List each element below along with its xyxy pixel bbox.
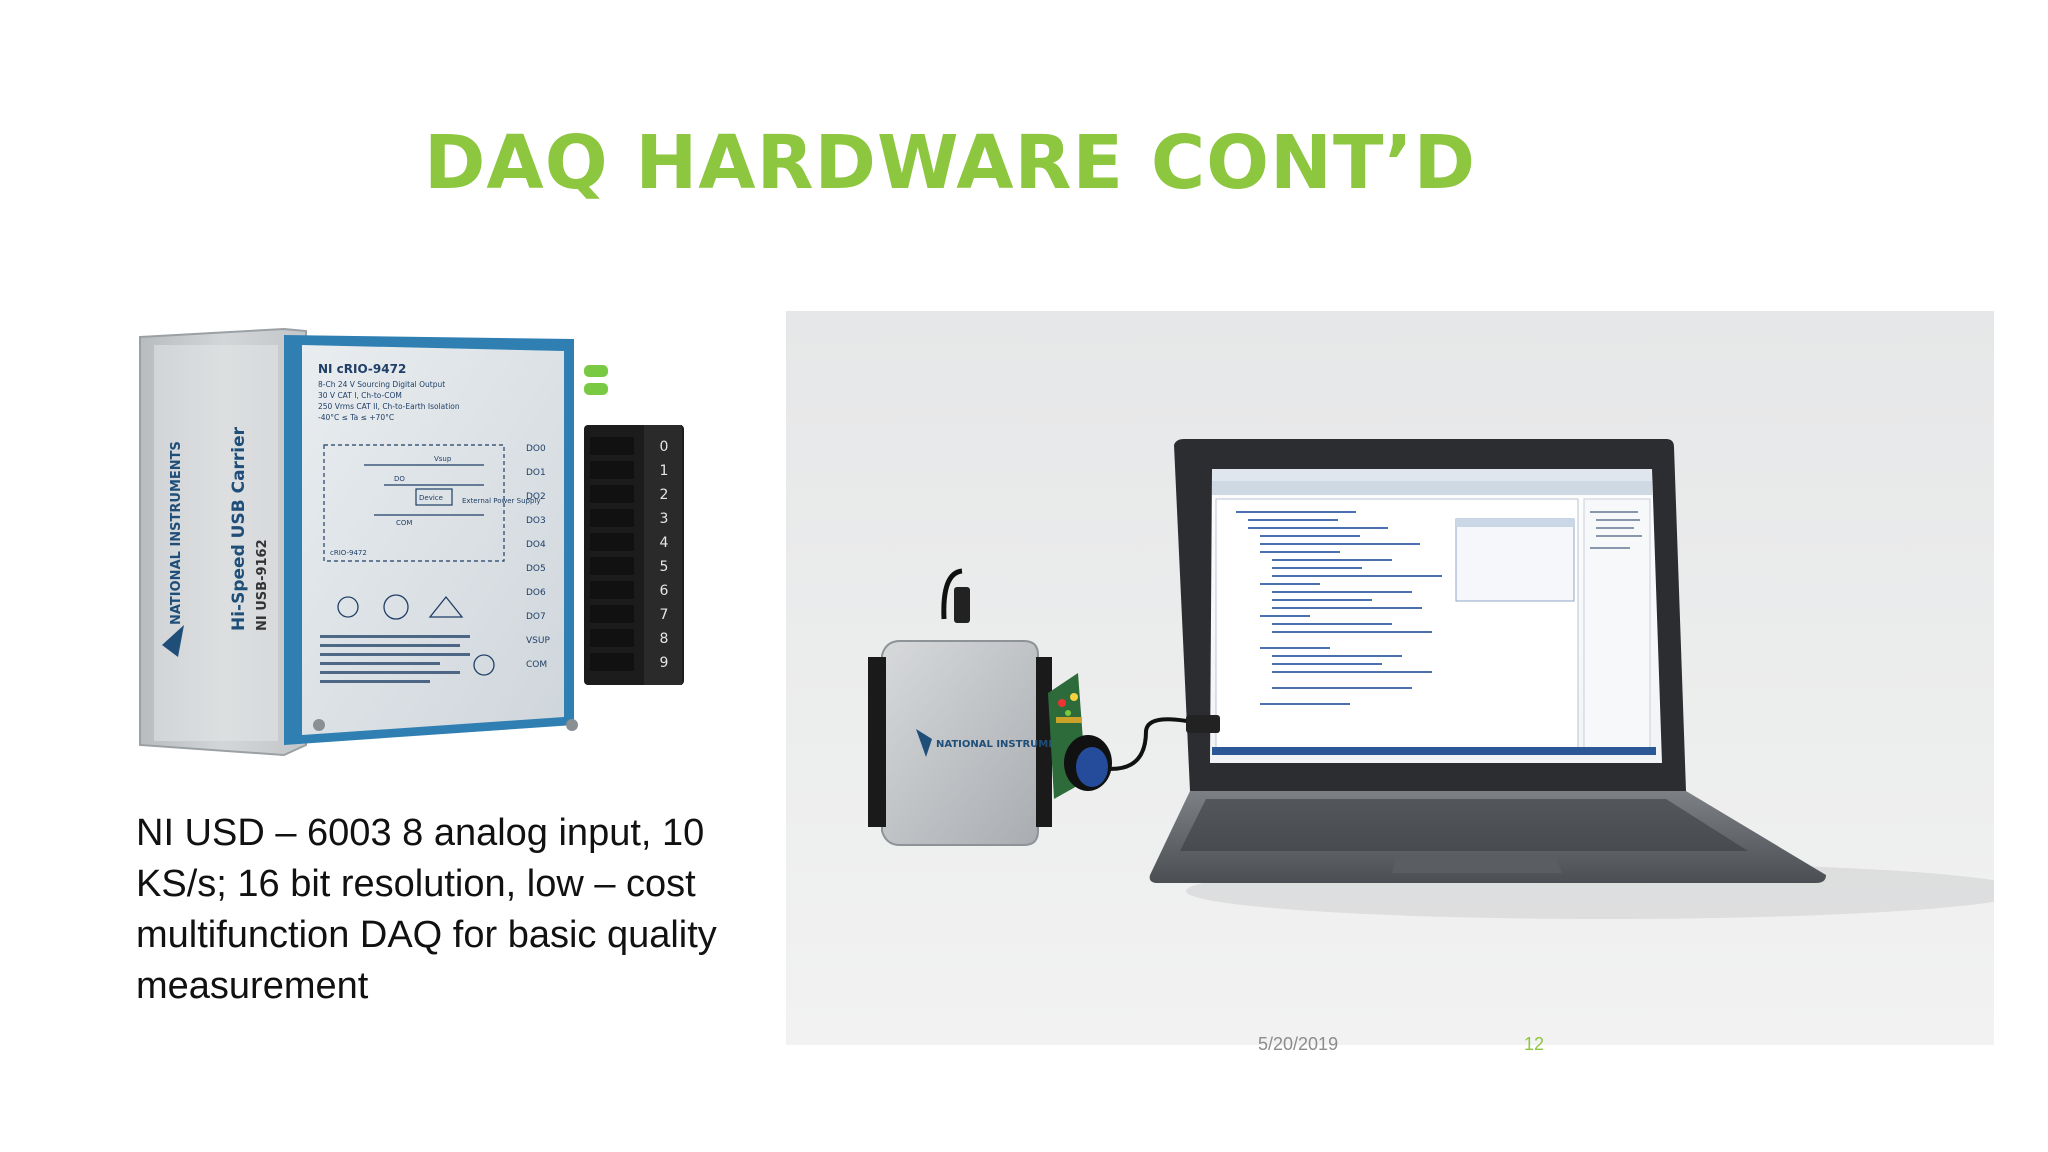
pin-label: VSUP xyxy=(526,636,550,646)
ni-eagle-logo xyxy=(916,729,932,757)
ni-eagle-logo xyxy=(162,625,184,657)
module-spec-line: 250 Vrms CAT II, Ch-to-Earth Isolation xyxy=(318,402,460,411)
carrier-label: Hi-Speed USB Carrier xyxy=(229,426,249,631)
pin-label: DO3 xyxy=(526,516,546,526)
terminal-number: 3 xyxy=(660,511,669,527)
daq-device xyxy=(881,640,1039,846)
footer-date: 5/20/2019 xyxy=(1258,1034,1339,1054)
pin-label: DO4 xyxy=(526,540,546,550)
schematic-label: Device xyxy=(419,494,443,502)
slide-body-text: NI USD – 6003 8 analog input, 10 KS/s; 1… xyxy=(136,812,717,1007)
terminal-number: 5 xyxy=(660,559,669,575)
terminal-number: 6 xyxy=(660,583,669,599)
usb-carrier-photo: 0 1 2 3 4 5 6 7 8 9 DO0 DO1 DO2 DO3 DO4 … xyxy=(139,327,684,757)
pin-label: DO7 xyxy=(526,612,546,622)
schematic-label: External Power Supply xyxy=(462,497,541,505)
pin-label: DO1 xyxy=(526,468,546,478)
module-spec-line: 30 V CAT I, Ch-to-COM xyxy=(318,391,402,400)
schematic-label: DO xyxy=(394,475,405,483)
footer-page-number: 12 xyxy=(1524,1034,1545,1054)
pin-label: DO2 xyxy=(526,492,546,502)
slide-title: DAQ HARDWARE CONT’D xyxy=(424,120,1477,206)
daq-device-brand: NATIONAL INSTRUMENTS xyxy=(936,739,1077,750)
schematic-label: Vsup xyxy=(434,455,452,463)
terminal-number: 2 xyxy=(660,487,669,503)
pin-label: DO6 xyxy=(526,588,546,598)
pin-label: DO0 xyxy=(526,444,546,454)
schematic-label: cRIO-9472 xyxy=(330,549,367,557)
terminal-number: 8 xyxy=(660,631,669,647)
pin-label: DO5 xyxy=(526,564,546,574)
daq-setup-photo: NATIONAL INSTRUMENTS xyxy=(786,311,1994,1045)
pin-label: COM xyxy=(526,660,547,670)
carrier-model: NI USB-9162 xyxy=(255,539,270,631)
module-spec-line: -40°C ≤ Ta ≤ +70°C xyxy=(318,413,394,422)
terminal-number: 7 xyxy=(660,607,669,623)
module-spec-line: 8-Ch 24 V Sourcing Digital Output xyxy=(318,380,445,389)
terminal-number: 4 xyxy=(660,535,669,551)
schematic-label: COM xyxy=(396,519,412,527)
terminal-number: 1 xyxy=(660,463,669,479)
terminal-number: 9 xyxy=(660,655,669,671)
terminal-number: 0 xyxy=(660,439,669,455)
module-name: NI cRIO-9472 xyxy=(318,362,406,376)
module-brand: NATIONAL INSTRUMENTS xyxy=(169,441,184,625)
